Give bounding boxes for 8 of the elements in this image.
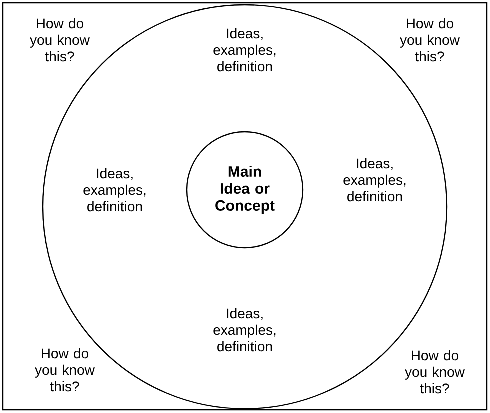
idea-text: Ideas, examples, definition xyxy=(84,168,146,212)
question-text: How do you know this? xyxy=(405,350,465,394)
idea-text: Ideas, examples, definition xyxy=(214,28,276,72)
idea-text: Ideas, examples, definition xyxy=(344,158,406,202)
idea-text: Ideas, examples, definition xyxy=(214,308,276,352)
question-text: How do you know this? xyxy=(400,18,460,62)
question-text: How do you know this? xyxy=(30,18,90,62)
question-text: How do you know this? xyxy=(35,348,95,392)
